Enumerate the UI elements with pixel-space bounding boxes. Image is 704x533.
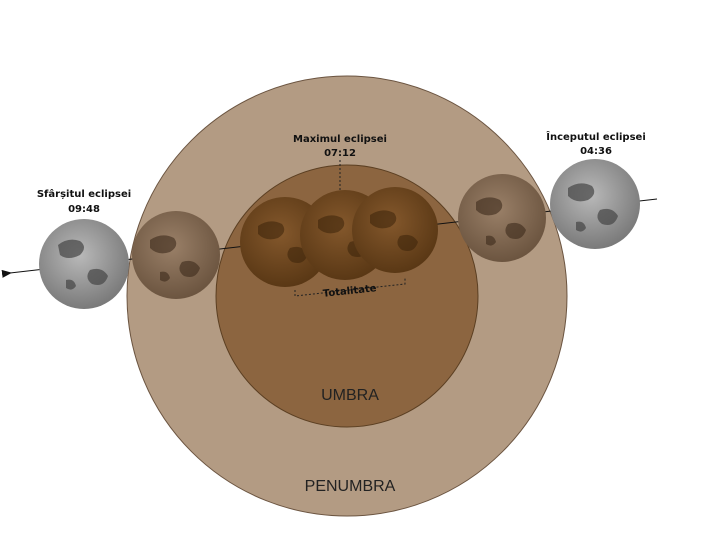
moon-end-penumbral [132, 211, 220, 299]
moon-start-penumbral [458, 174, 546, 262]
moon-start-full [550, 159, 640, 249]
end-time: 09:48 [68, 204, 100, 215]
end-title: Sfârșitul eclipsei [37, 188, 131, 200]
start-title: Începutul eclipsei [546, 130, 646, 143]
max-title: Maximul eclipsei [293, 134, 387, 145]
moon-end-full [39, 219, 129, 309]
moon-max-right [352, 187, 438, 273]
totality-bracket [294, 278, 406, 297]
start-time: 04:36 [580, 146, 612, 157]
penumbra-label: PENUMBRA [305, 478, 396, 495]
max-time: 07:12 [324, 148, 356, 159]
umbra-label: UMBRA [321, 387, 379, 404]
